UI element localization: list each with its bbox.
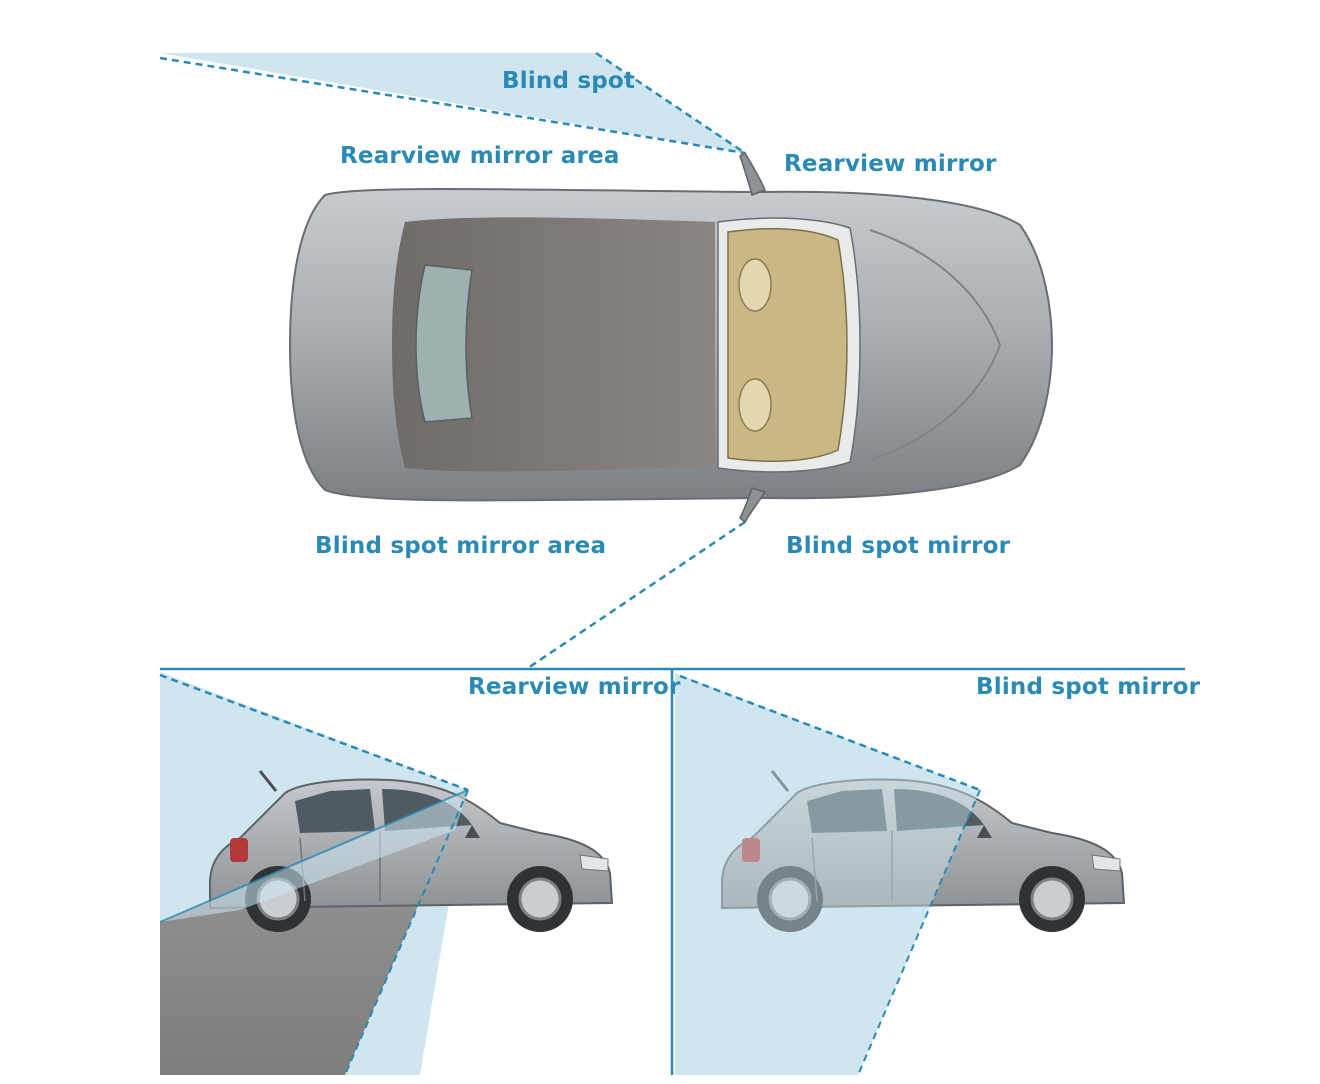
blind-spot-mirror-panel <box>675 673 1126 1076</box>
rearview-mirror-panel-title: Rearview mirror <box>468 674 681 700</box>
blind-spot-zone <box>160 53 745 153</box>
blind-spot-mirror-line <box>527 520 746 670</box>
blind-spot-mirror-panel-title: Blind spot mirror <box>976 674 1201 700</box>
rearview-boundary-line <box>159 56 746 155</box>
rearview-mirror-label: Rearview mirror <box>784 151 997 177</box>
blind-spot-label: Blind spot <box>502 68 636 94</box>
blind-spot-mirror-icon <box>739 487 767 524</box>
blind-spot-mirror-area-label: Blind spot mirror area <box>315 533 607 559</box>
top-view-car-icon <box>288 151 1054 524</box>
blind-spot-boundary-line <box>595 51 746 155</box>
rearview-mirror-panel <box>159 672 614 1076</box>
rearview-mirror-icon <box>739 151 766 196</box>
rearview-mirror-area-label: Rearview mirror area <box>340 143 620 169</box>
blind-spot-mirror-label: Blind spot mirror <box>786 533 1011 559</box>
